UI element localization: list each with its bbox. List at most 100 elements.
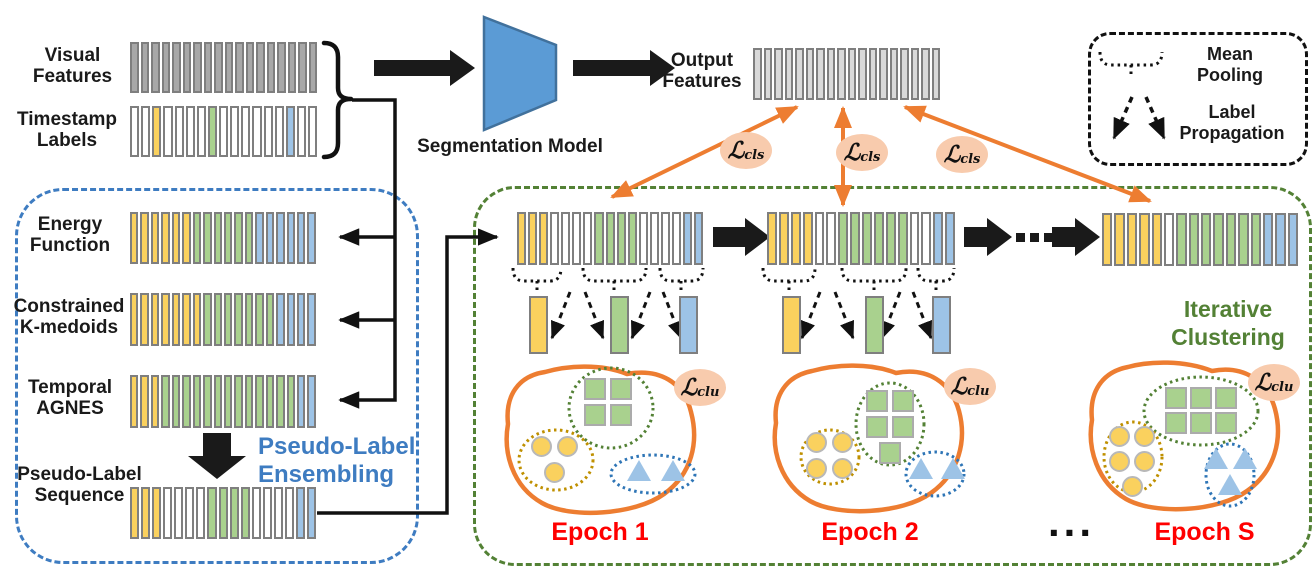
- legend-mean-pooling-label: Mean Pooling: [1197, 44, 1263, 86]
- feature-cell: [638, 212, 648, 265]
- iterative-clustering-title: Iterative Clustering: [1171, 296, 1285, 350]
- feature-cell: [174, 106, 184, 157]
- epochS-triangle-shapes: [1202, 448, 1258, 495]
- pseudo-label-sequence-bar: [130, 487, 317, 539]
- feature-cell: [273, 487, 283, 539]
- feature-cell: [910, 48, 919, 100]
- feature-cell: [286, 293, 295, 346]
- feature-cell: [1126, 213, 1138, 266]
- epoch1-feature-bar: [517, 212, 704, 265]
- feature-cell: [873, 212, 884, 265]
- feature-cell: [909, 212, 920, 265]
- feature-cell: [203, 375, 212, 428]
- feature-cell: [682, 212, 692, 265]
- feature-cell: [130, 42, 139, 93]
- feature-cell: [152, 106, 162, 157]
- epoch1-circle-shapes: [528, 436, 580, 483]
- feature-cell: [276, 375, 285, 428]
- feature-cell: [196, 487, 206, 539]
- legend-label-propagation-label: Label Propagation: [1179, 102, 1285, 144]
- feature-cell: [550, 212, 560, 265]
- cluster-square-shape: [610, 404, 632, 426]
- feature-cell: [284, 487, 294, 539]
- feature-cell: [262, 487, 272, 539]
- feature-cell: [753, 48, 762, 100]
- cluster-triangle-shape: [627, 460, 651, 481]
- feature-cell: [298, 42, 307, 93]
- cluster-circle-shape: [805, 458, 827, 479]
- energy-function-bar: [130, 212, 316, 264]
- feature-cell: [163, 106, 173, 157]
- feature-cell: [1139, 213, 1150, 266]
- feature-cell: [241, 106, 251, 157]
- cluster-triangle-shape: [1218, 474, 1242, 495]
- segmentation-model-label: Segmentation Model: [417, 136, 603, 157]
- cluster-square-shape: [1190, 387, 1212, 409]
- input-brace: [321, 40, 354, 160]
- feature-cell: [285, 106, 295, 157]
- feature-cell: [230, 106, 240, 157]
- pseudo-label-ensembling-title: Pseudo-Label Ensembling: [258, 433, 416, 489]
- feature-cell: [945, 212, 955, 265]
- cluster-circle-shape: [1109, 426, 1130, 447]
- epoch1-pooled-green-bar: [610, 296, 629, 354]
- feature-cell: [223, 212, 233, 264]
- feature-cell: [263, 106, 273, 157]
- feature-cell: [850, 212, 860, 265]
- feature-cell: [627, 212, 637, 265]
- visual-features-label: Visual Features: [32, 45, 113, 88]
- feature-cell: [286, 212, 295, 264]
- loss-symbol: ℒ: [727, 137, 745, 164]
- feature-cell: [594, 212, 604, 265]
- loss-symbol: ℒ: [680, 374, 698, 401]
- feature-cell: [171, 212, 181, 264]
- feature-cell: [235, 42, 244, 93]
- cluster-triangle-shape: [1203, 448, 1228, 469]
- feature-cell: [130, 212, 139, 264]
- feature-cell: [931, 48, 940, 100]
- segmentation-model-shape: [482, 15, 558, 132]
- feature-cell: [185, 487, 195, 539]
- loss-symbol: ℒ: [1254, 369, 1272, 396]
- feature-cell: [276, 293, 285, 346]
- feature-cell: [862, 212, 872, 265]
- feature-cell: [255, 293, 264, 346]
- feature-cell: [649, 212, 659, 265]
- feature-cell: [218, 487, 228, 539]
- feature-cell: [307, 293, 316, 346]
- feature-cell: [308, 106, 318, 157]
- cluster-square-shape: [1190, 412, 1212, 434]
- feature-cell: [921, 48, 930, 100]
- epochS-circle-shapes: [1106, 426, 1158, 497]
- feature-cell: [213, 375, 222, 428]
- cluster-circle-shape: [1134, 451, 1155, 472]
- feature-cell: [921, 212, 932, 265]
- loss-symbol: ℒ: [843, 139, 861, 166]
- feature-cell: [1262, 213, 1274, 266]
- feature-cell: [660, 212, 670, 265]
- feature-cell: [171, 375, 181, 428]
- epoch1-triangle-shapes: [618, 460, 694, 481]
- cluster-circle-shape: [831, 458, 853, 479]
- energy-function-label: Energy Function: [29, 214, 111, 257]
- cluster-circle-shape: [805, 432, 827, 453]
- feature-cell: [151, 42, 160, 93]
- feature-cell: [276, 212, 285, 264]
- feature-cell: [900, 48, 909, 100]
- temporal-agnes-label: Temporal AGNES: [27, 377, 113, 420]
- feature-cell: [203, 42, 212, 93]
- cluster-circle-shape: [556, 436, 578, 457]
- feature-cell: [161, 42, 170, 93]
- feature-cell: [784, 48, 793, 100]
- cluster-square-shape: [1165, 387, 1187, 409]
- loss-subscript: cls: [860, 150, 881, 165]
- feature-cell: [140, 42, 149, 93]
- feature-cell: [234, 375, 243, 428]
- feature-cell: [885, 212, 896, 265]
- epoch-ellipsis: ...: [1048, 498, 1096, 545]
- epoch1-pooled-yellow-bar: [529, 296, 548, 354]
- loss-subscript: clu: [697, 385, 720, 400]
- feature-cell: [774, 48, 783, 100]
